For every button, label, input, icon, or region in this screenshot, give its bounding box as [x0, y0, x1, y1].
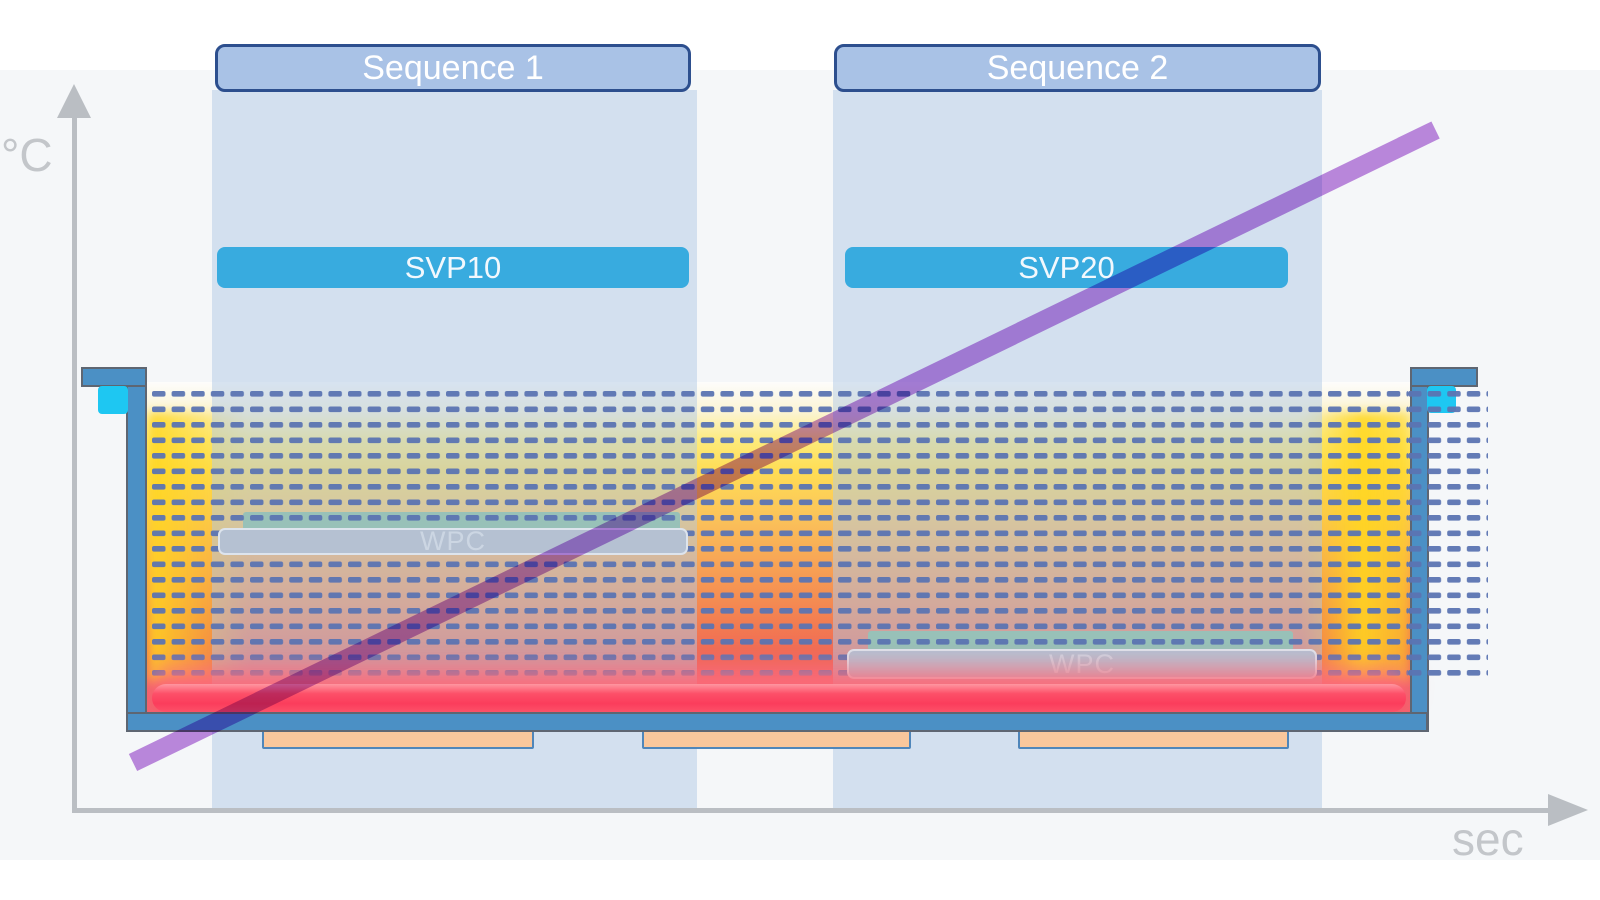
- x-axis-arrow-icon: [1548, 794, 1588, 826]
- x-axis-label: sec: [1452, 813, 1524, 865]
- left-port: [98, 386, 128, 414]
- sequence-1-label: Sequence 1: [362, 48, 544, 87]
- heater-glow-bar: [152, 684, 1406, 712]
- wpc-label-2: WPC: [1049, 648, 1115, 679]
- sequence-2-header: Sequence 2: [834, 44, 1321, 92]
- sequence-1-header: Sequence 1: [215, 44, 691, 92]
- heating-pad-3: [1018, 729, 1289, 749]
- tank-bottom-wall: [126, 712, 1428, 732]
- svp20-label: SVP20: [1018, 249, 1115, 285]
- sequence-2-label: Sequence 2: [986, 48, 1169, 87]
- y-axis: [72, 112, 77, 812]
- heating-pad-1: [262, 729, 534, 749]
- liquid-mesh-overflow: [1408, 391, 1488, 679]
- svp10-bar: SVP10: [217, 247, 689, 288]
- y-axis-label: °C: [1, 129, 53, 181]
- svp10-label: SVP10: [404, 249, 502, 285]
- svp20-bar: SVP20: [845, 247, 1288, 288]
- tank-left-wall: [126, 368, 147, 732]
- heating-pad-2: [642, 729, 911, 749]
- tank-left-lip: [81, 367, 147, 387]
- x-axis: [72, 808, 1552, 813]
- tank-right-lip: [1410, 367, 1478, 387]
- wpc-label-bar-2: WPC: [847, 649, 1317, 679]
- y-axis-arrow-icon: [57, 84, 91, 118]
- wpc-label-1: WPC: [420, 526, 486, 556]
